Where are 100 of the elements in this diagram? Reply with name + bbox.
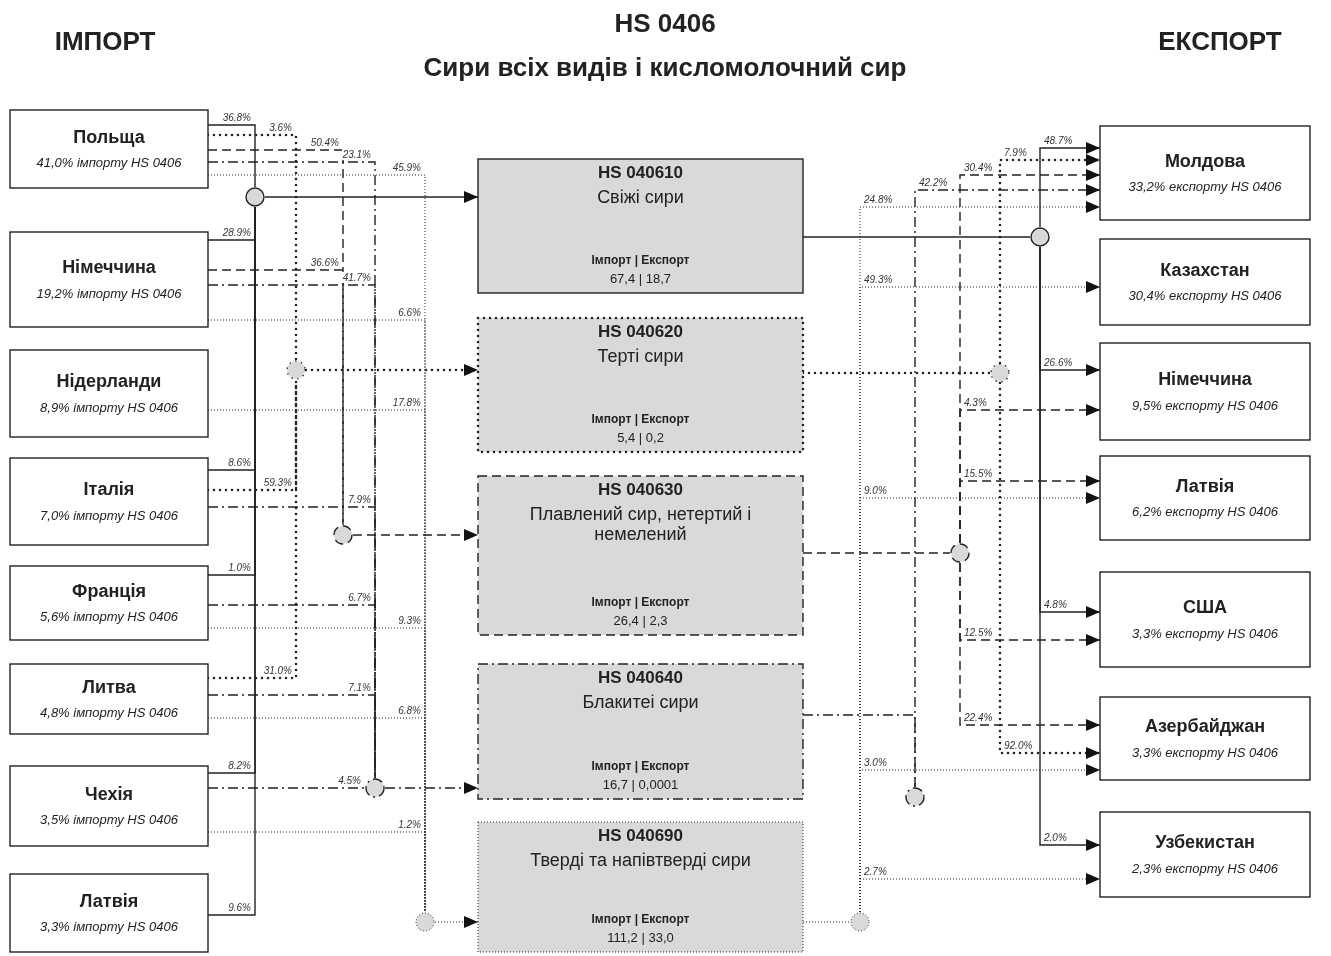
country-name: США (1182, 597, 1228, 618)
edge-label: 23.1% (341, 149, 372, 160)
edge-label: 15.5% (963, 468, 994, 479)
country-box (1100, 697, 1310, 780)
edge-label: 1.2% (397, 819, 422, 830)
edge-label: 6.8% (397, 705, 422, 716)
column-headers: Імпорт | Експорт (591, 413, 690, 428)
junction-circle (333, 525, 353, 545)
edge-label: 26.6% (1043, 357, 1074, 368)
share-text: 19,2% імпорту HS 0406 (36, 286, 182, 302)
edge-label: 2.0% (1043, 832, 1068, 843)
edge-label: 7.1% (347, 682, 372, 693)
country-box (1100, 239, 1310, 325)
country-name: Узбекистан (1155, 832, 1255, 853)
edge-label: 1.0% (227, 562, 252, 573)
country-name: Нідерланди (56, 371, 162, 392)
share-text: 7,0% імпорту HS 0406 (40, 508, 178, 524)
hs-code: HS 040630 (597, 480, 684, 500)
arrow (384, 782, 479, 794)
edge-label: 45.9% (391, 162, 422, 173)
junction-circle (990, 363, 1010, 383)
hs-code: HS 040640 (597, 668, 684, 688)
arrow (959, 475, 1101, 544)
junction-circle (850, 912, 870, 932)
edge-label: 41.7% (341, 272, 372, 283)
junction-circle (415, 912, 435, 932)
hs-code: HS 040620 (597, 322, 684, 342)
edge-label: 6.6% (397, 307, 422, 318)
product-box (478, 159, 803, 293)
country-box (1100, 812, 1310, 897)
edge-label: 36.8% (221, 112, 252, 123)
arrow (914, 184, 1101, 788)
edge-label: 12.5% (963, 627, 994, 638)
diagram-title: HS 0406 (613, 8, 717, 39)
country-box (1100, 456, 1310, 540)
edge-label: 9.3% (397, 615, 422, 626)
values-text: 26,4 | 2,3 (613, 614, 668, 629)
junction-circle (1030, 227, 1050, 247)
arrow (1039, 246, 1101, 851)
country-name: Латвія (1175, 475, 1235, 497)
country-box (10, 874, 208, 952)
share-text: 8,9% імпорту HS 0406 (40, 400, 178, 416)
share-text: 3,3% експорту HS 0406 (1132, 745, 1278, 761)
country-box (10, 350, 208, 437)
junction-circle (286, 360, 306, 380)
country-name: Литва (82, 676, 136, 698)
country-name: Німеччина (1158, 369, 1252, 390)
edge-label: 24.8% (863, 194, 894, 205)
edge-label: 42.2% (918, 177, 949, 188)
country-box (10, 110, 208, 188)
values-text: 16,7 | 0,0001 (602, 778, 679, 793)
edge-label: 4.5% (337, 775, 362, 786)
country-name: Франція (72, 580, 146, 602)
section-heading: ЕКСПОРТ (1157, 26, 1283, 57)
product-name: Плавлений сир, нетертий і немелений (528, 503, 753, 545)
country-name: Німеччина (62, 257, 156, 278)
country-name: Латвія (79, 890, 139, 912)
share-text: 5,6% імпорту HS 0406 (40, 610, 178, 626)
product-box (478, 822, 803, 952)
column-headers: Імпорт | Експорт (591, 596, 690, 611)
edge-label: 49.3% (863, 274, 894, 285)
column-headers: Імпорт | Експорт (591, 913, 690, 928)
junction-circle (245, 187, 265, 207)
section-heading: ІМПОРТ (53, 26, 157, 57)
junction-circle (950, 543, 970, 563)
edge-label: 3.6% (268, 122, 293, 133)
share-text: 3,3% експорту HS 0406 (1132, 626, 1278, 642)
product-name: Тверді та напівтверді сири (530, 849, 751, 871)
share-text: 33,2% експорту HS 0406 (1128, 180, 1282, 196)
arrow (1039, 142, 1101, 228)
share-text: 30,4% експорту HS 0406 (1128, 289, 1282, 305)
edge-label: 9.0% (863, 485, 888, 496)
product-name: Свіжі сири (597, 186, 684, 208)
country-box (1100, 343, 1310, 440)
product-name: Терті сири (597, 345, 684, 367)
edge-label: 28.9% (221, 227, 252, 238)
edge-label: 36.6% (309, 257, 340, 268)
country-name: Молдова (1164, 150, 1246, 172)
edge-label: 8.2% (227, 760, 252, 771)
edge-label: 4.3% (963, 397, 988, 408)
product-box (478, 476, 803, 635)
hs-code: HS 040610 (597, 163, 684, 183)
values-text: 5,4 | 0,2 (617, 431, 664, 446)
edge-label: 92.0% (1003, 740, 1034, 751)
arrow (959, 562, 1101, 731)
edge-label: 6.7% (347, 592, 372, 603)
share-text: 3,5% імпорту HS 0406 (40, 813, 178, 829)
junction-circle (905, 787, 925, 807)
share-text: 41,0% імпорту HS 0406 (36, 156, 182, 172)
edge-label: 17.8% (391, 397, 422, 408)
product-box (478, 664, 803, 799)
share-text: 9,5% експорту HS 0406 (1132, 398, 1278, 414)
edge-label: 50.4% (309, 137, 340, 148)
country-name: Чехія (85, 783, 133, 805)
edge-label: 4.8% (1043, 599, 1068, 610)
country-name: Казахстан (1160, 259, 1250, 281)
country-box (1100, 126, 1310, 220)
edge-label: 59.3% (262, 477, 293, 488)
product-name: Блакитеі сири (582, 691, 699, 713)
edge-label: 9.6% (227, 902, 252, 913)
